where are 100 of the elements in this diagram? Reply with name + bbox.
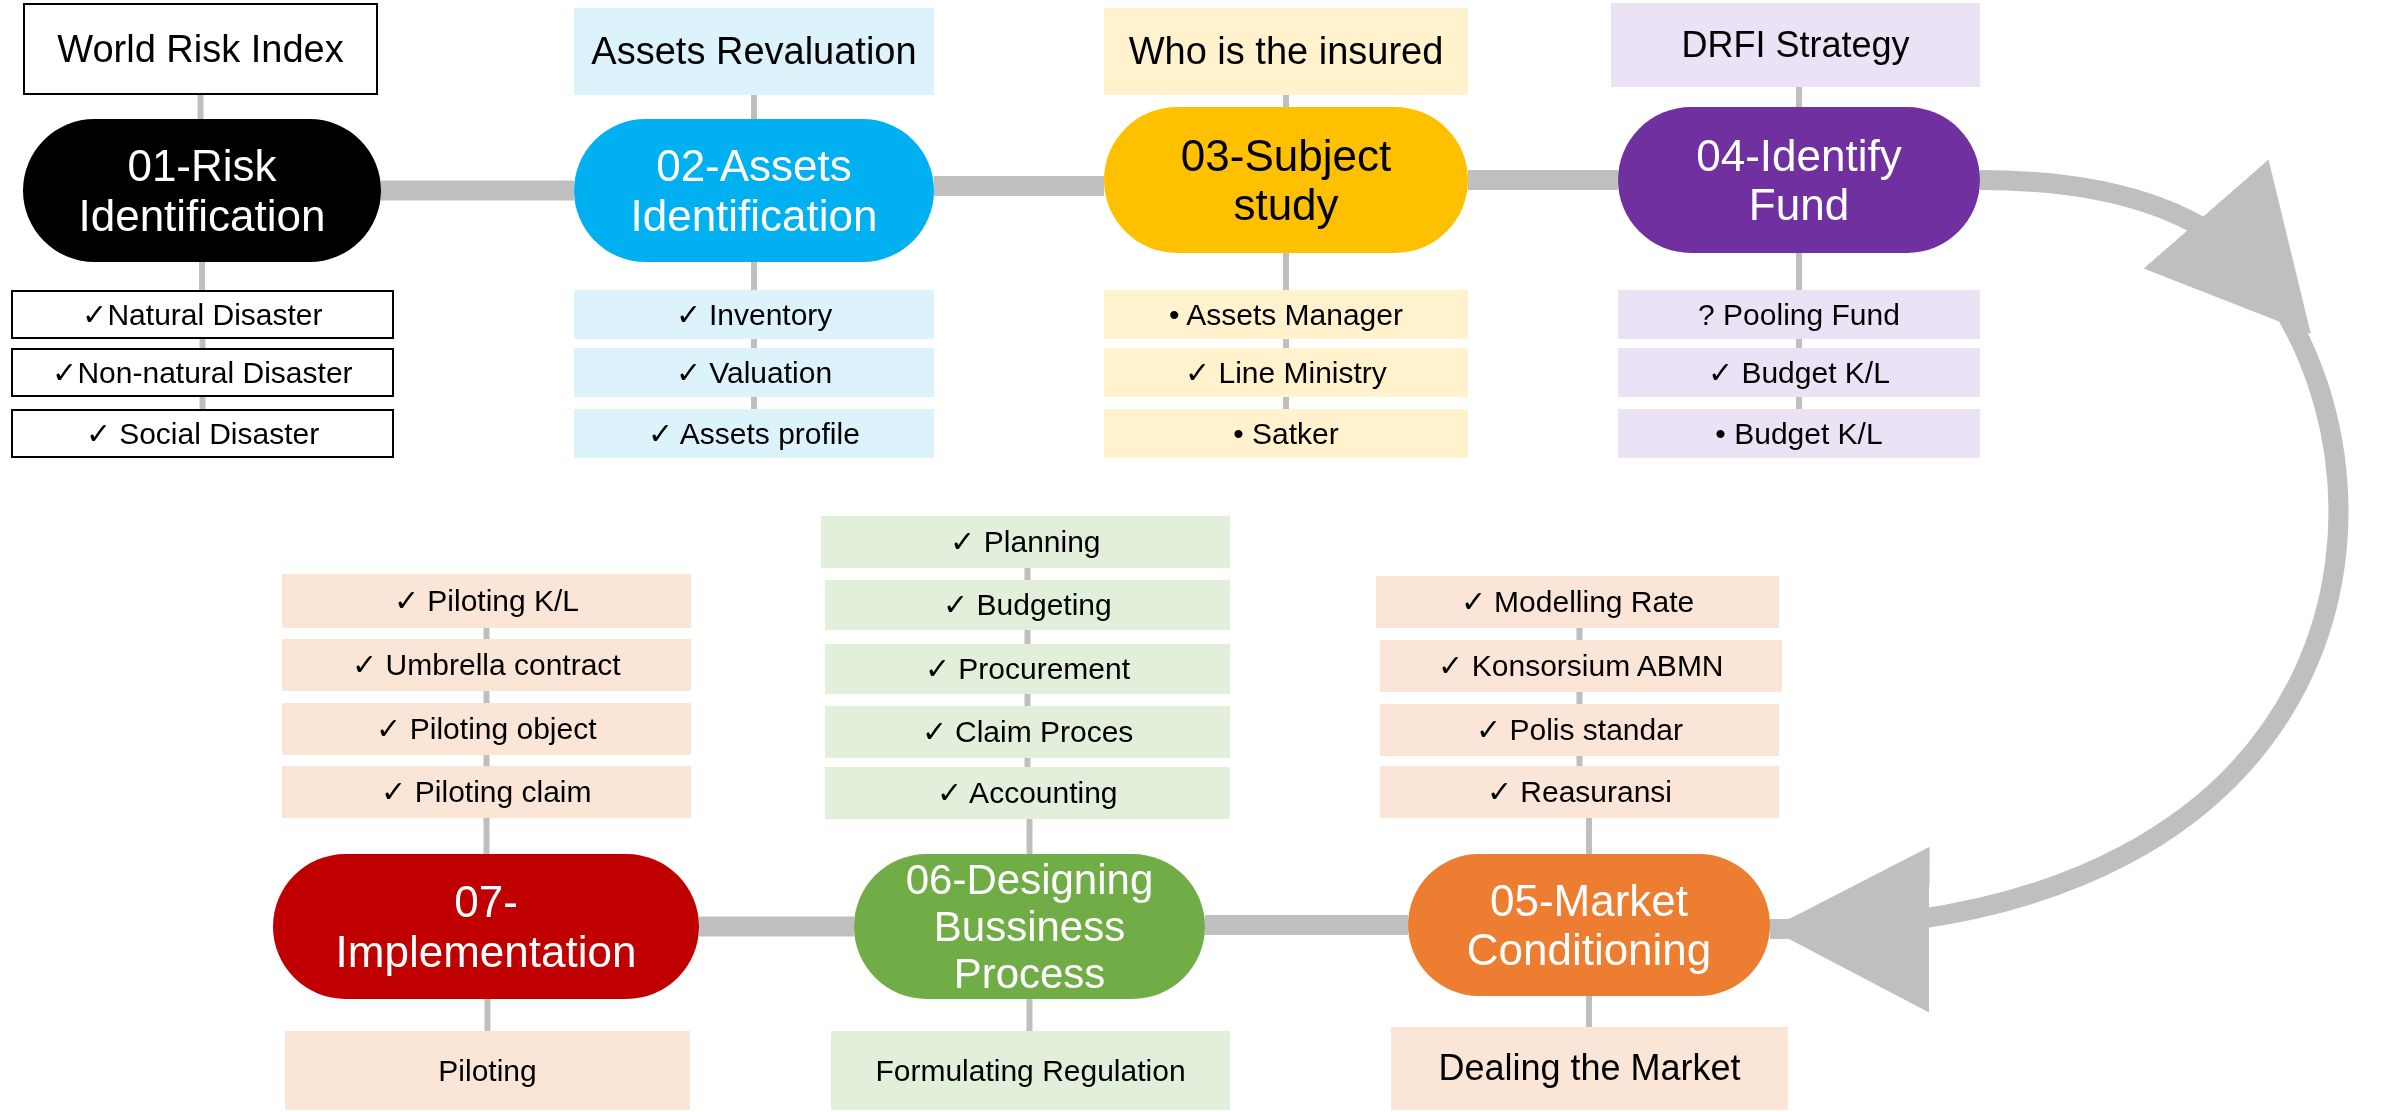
item-text: ✓ Inventory <box>675 297 833 332</box>
label-box <box>1104 348 1468 397</box>
item-text: • Assets Manager <box>1169 297 1403 332</box>
connector-line <box>1283 397 1289 409</box>
connector-line <box>1576 628 1583 640</box>
connector-line <box>699 916 854 937</box>
connector-line <box>1024 694 1031 706</box>
item-text: ✓ Planning <box>950 525 1101 559</box>
curved-arrow <box>1769 159 2349 1013</box>
connector-line <box>1205 915 1408 935</box>
step-title: 01-Risk Identification <box>77 141 327 240</box>
label-box <box>1104 409 1468 458</box>
item-text: ✓ Claim Proces <box>921 715 1134 749</box>
item-text: ✓ Umbrella contract <box>352 648 621 682</box>
item-text: ✓ Piloting claim <box>381 775 592 809</box>
label-box <box>11 348 394 397</box>
label-box <box>1618 348 1980 397</box>
connector-line <box>1468 170 1618 190</box>
connector-line <box>1283 339 1289 348</box>
item-text: World Risk Index <box>57 27 344 71</box>
label-box <box>282 766 691 818</box>
label-box <box>23 3 378 95</box>
connector-line <box>1024 758 1031 767</box>
step-title: 02-Assets Identification <box>629 141 879 240</box>
connector-line <box>1796 87 1802 107</box>
step-title: 03-Subject study <box>1179 130 1393 230</box>
item-text: ✓ Konsorsium ABMN <box>1438 649 1724 683</box>
item-text: ✓ Piloting object <box>376 712 597 746</box>
connector-line <box>1576 756 1583 766</box>
label-box <box>574 290 934 339</box>
connector-line <box>381 180 574 201</box>
label-box <box>574 348 934 397</box>
connector-line <box>1796 339 1802 348</box>
connector-line <box>483 755 490 766</box>
item-text: ✓ Valuation <box>675 355 833 390</box>
label-box <box>1104 8 1468 95</box>
connector-line <box>483 818 490 854</box>
item-text: DRFI Strategy <box>1681 24 1910 66</box>
label-box <box>282 574 691 628</box>
connector-line <box>483 628 490 639</box>
item-text: ✓ Reasuransi <box>1486 775 1673 809</box>
connector-line <box>484 999 491 1031</box>
label-box <box>11 290 394 339</box>
item-text: ✓ Piloting K/L <box>393 584 580 618</box>
connector-line <box>1586 996 1592 1027</box>
label-box <box>821 516 1230 568</box>
label-box <box>285 1031 690 1110</box>
step-title: 06-Designing Bussiness Process <box>904 855 1155 998</box>
connector-line <box>934 176 1104 196</box>
label-box <box>282 639 691 691</box>
label-box <box>574 8 934 95</box>
item-text: • Satker <box>1233 416 1339 451</box>
item-text: ✓ Modelling Rate <box>1460 585 1695 619</box>
item-text: ✓ Accounting <box>937 776 1118 810</box>
item-text: Assets Revaluation <box>591 30 917 73</box>
step-title: 07-Implementation <box>334 877 638 976</box>
connector-line <box>1796 397 1802 409</box>
item-text: Who is the insured <box>1128 30 1444 73</box>
label-box <box>1380 640 1782 692</box>
label-box <box>825 706 1230 758</box>
connector-line <box>751 397 757 409</box>
label-box <box>1618 409 1980 458</box>
item-text: ✓ Procurement <box>924 652 1131 686</box>
step-title: 05-Market Conditioning <box>1465 875 1713 975</box>
label-box <box>825 767 1230 819</box>
item-text: ? Pooling Fund <box>1698 297 1900 332</box>
item-text: • Budget K/L <box>1715 416 1883 451</box>
connector-line <box>1283 95 1289 107</box>
step-title: 04-Identify Fund <box>1695 130 1903 230</box>
connector-line <box>199 397 206 409</box>
label-box <box>282 703 691 755</box>
item-text: Dealing the Market <box>1438 1048 1741 1089</box>
item-text: ✓ Line Ministry <box>1185 355 1387 390</box>
connector-line <box>1796 253 1802 290</box>
item-text: Piloting <box>438 1053 537 1088</box>
label-box <box>1611 3 1980 87</box>
label-box <box>1376 576 1779 628</box>
label-box <box>1391 1027 1788 1110</box>
item-text: ✓ Budget K/L <box>1708 355 1890 390</box>
item-text: ✓Non-natural Disaster <box>52 355 353 390</box>
connector-line <box>1026 999 1033 1031</box>
connector-line <box>197 95 204 119</box>
connector-line <box>483 691 490 703</box>
item-text: ✓ Social Disaster <box>85 416 320 451</box>
label-box <box>1104 290 1468 339</box>
item-text: ✓ Budgeting <box>943 588 1112 622</box>
item-text: Formulating Regulation <box>875 1053 1186 1088</box>
label-box <box>1618 290 1980 339</box>
connector-line <box>1586 818 1592 854</box>
connector-line <box>1024 630 1031 644</box>
connector-line <box>751 95 757 119</box>
label-box <box>825 580 1230 630</box>
connector-line <box>199 339 206 348</box>
item-text: ✓ Polis standar <box>1476 713 1683 747</box>
connector-line <box>199 262 205 290</box>
label-box <box>574 409 934 458</box>
connector-line <box>751 339 757 348</box>
label-box <box>11 409 394 458</box>
connector-line <box>751 262 757 290</box>
connector-line <box>1024 568 1031 580</box>
